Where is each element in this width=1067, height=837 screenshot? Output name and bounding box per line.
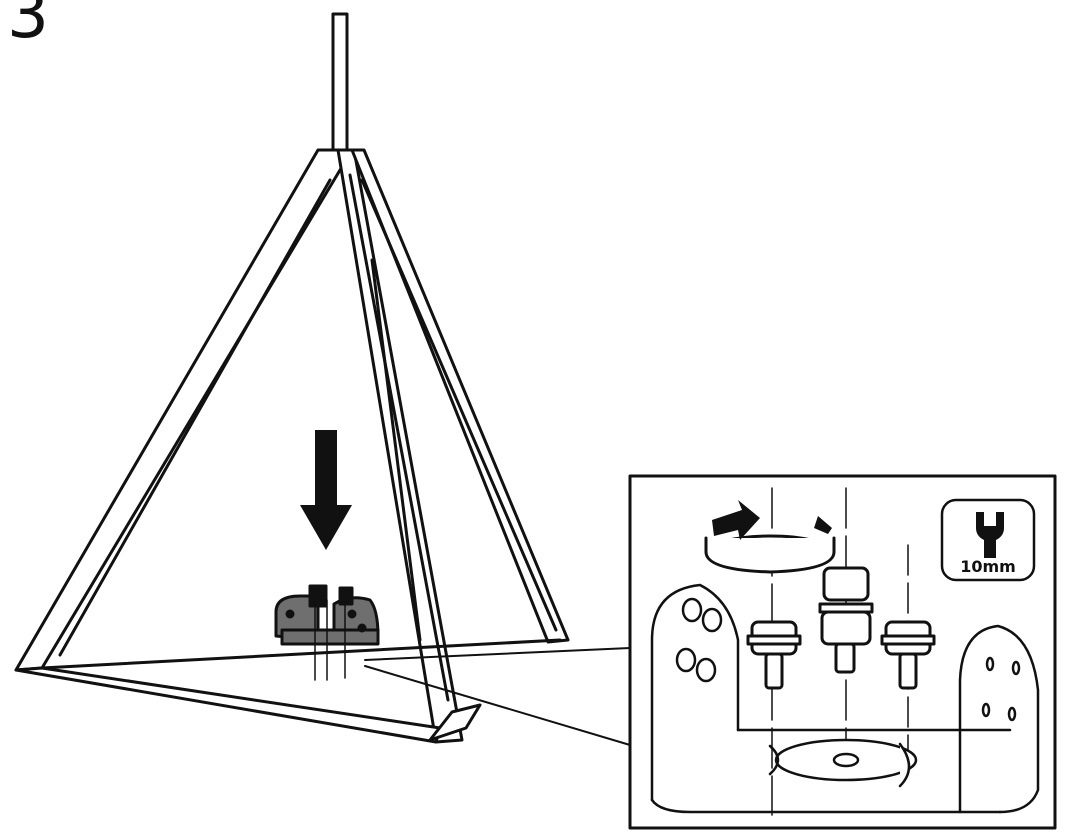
wrench-badge: 10mm — [940, 498, 1036, 582]
down-arrow-icon — [300, 430, 352, 550]
callout-leader — [364, 647, 631, 746]
mini-bracket — [274, 584, 380, 681]
wrench-size-label: 10mm — [960, 557, 1016, 576]
tripod-frame — [14, 148, 570, 744]
step-number: .3 — [0, 0, 49, 53]
wrench-icon — [976, 512, 1004, 558]
top-rod — [331, 12, 349, 156]
detail-callout: 10mm — [628, 474, 1057, 830]
rotate-arrows-icon — [704, 500, 836, 574]
bolt-icon — [746, 566, 936, 690]
large-bracket — [650, 583, 1040, 814]
